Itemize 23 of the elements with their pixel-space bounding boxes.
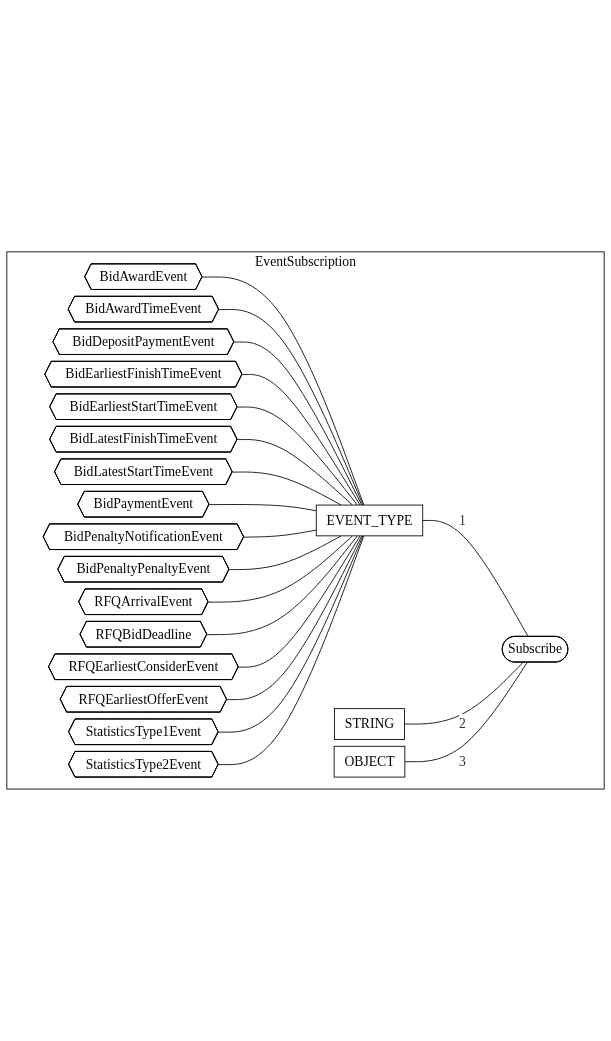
node-box: EVENT_TYPE (315, 504, 424, 537)
connector (218, 309, 364, 506)
connector (228, 535, 342, 571)
connector (237, 439, 353, 506)
connector (237, 406, 358, 506)
node-box: STRING (334, 708, 405, 740)
connector (241, 374, 361, 506)
connector (243, 529, 317, 538)
connector (404, 662, 524, 725)
connector (404, 662, 528, 763)
connector (233, 341, 363, 506)
edge-label: 2 (459, 716, 466, 731)
connector (238, 535, 361, 668)
node-box: OBJECT (333, 745, 406, 778)
connector (208, 504, 317, 512)
connector (202, 276, 365, 506)
edge-label: 1 (459, 512, 466, 528)
connector (422, 520, 529, 638)
edge-label: 3 (459, 754, 466, 769)
connector (206, 535, 358, 636)
connector (226, 535, 363, 701)
connector (232, 471, 342, 506)
connector (208, 535, 353, 603)
